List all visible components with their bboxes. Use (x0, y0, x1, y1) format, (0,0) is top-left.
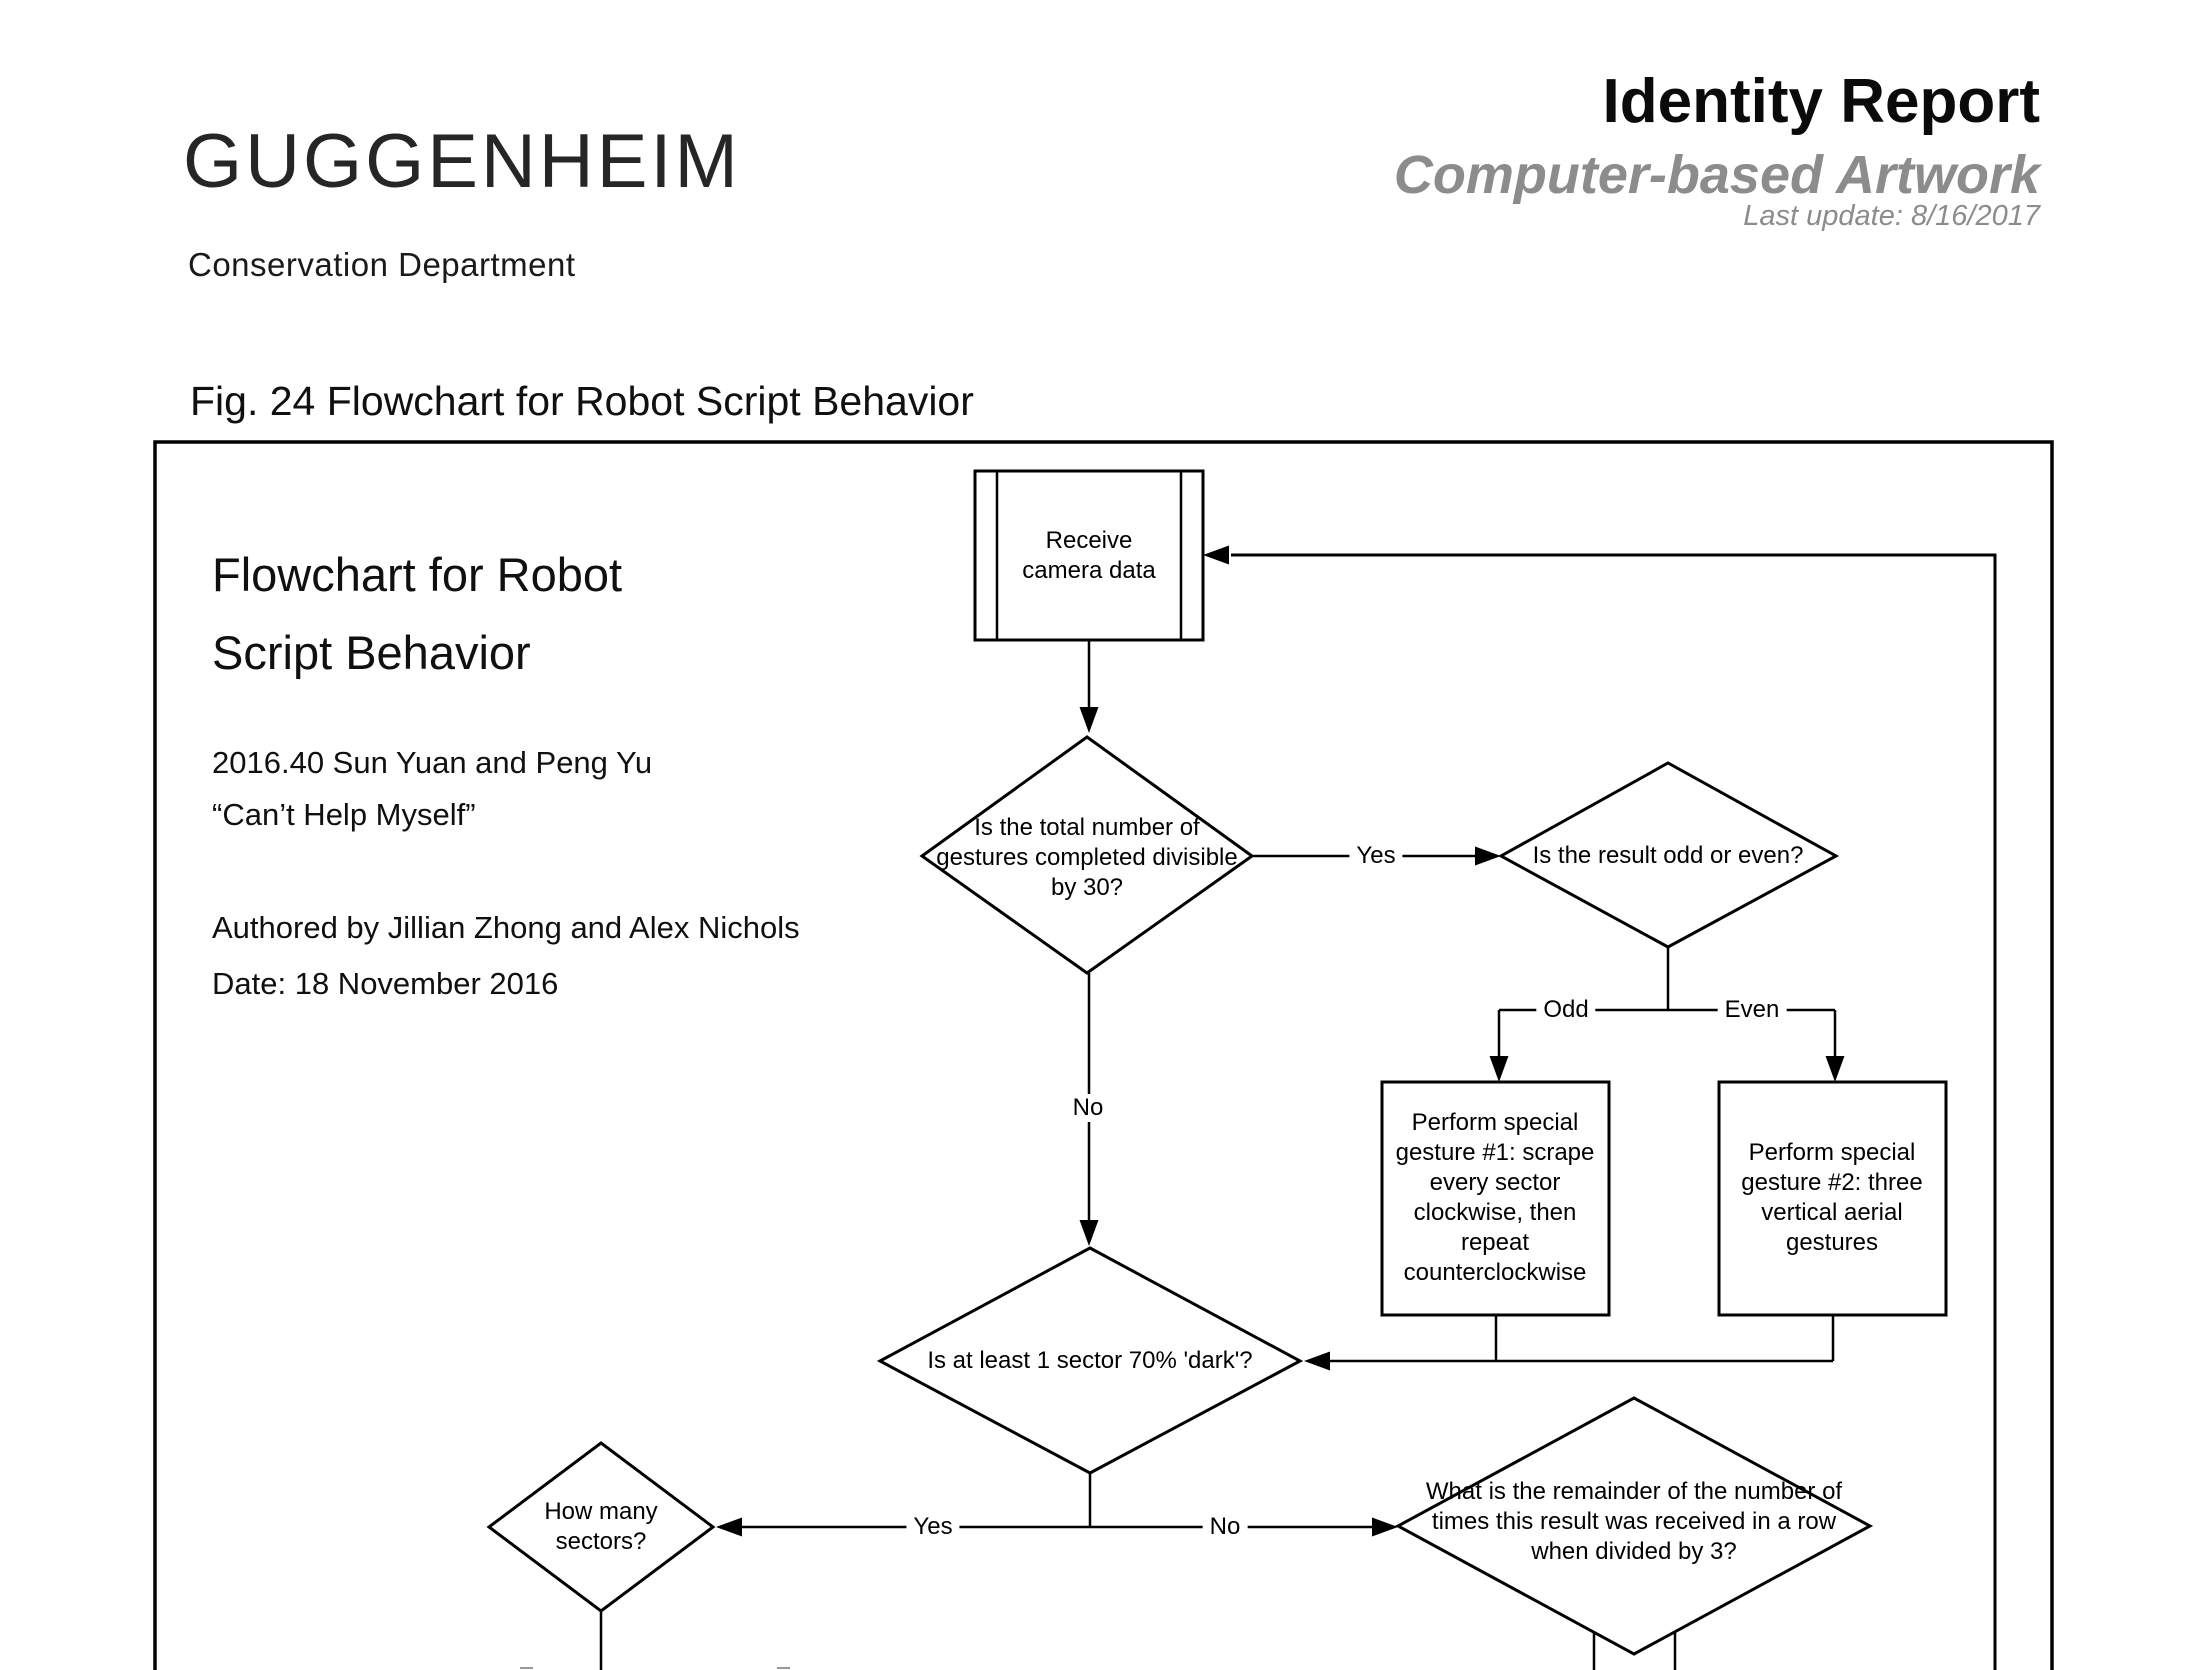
edge-label-divisible-no: No (1065, 1094, 1111, 1122)
guggenheim-logo: GUGGENHEIM (183, 119, 741, 204)
edge-label-divisible-yes: Yes (1349, 842, 1403, 870)
arrowhead-into-dark-right (1304, 1351, 1330, 1371)
figure-border (153, 440, 2054, 1670)
edge-label-even: Even (1717, 996, 1787, 1024)
edge-label-dark-no: No (1202, 1513, 1248, 1541)
node-dark-label: Is at least 1 sector 70% 'dark'? (927, 1347, 1253, 1374)
report-subtitle: Computer-based Artwork (1393, 145, 2040, 205)
node-receive-shape (973, 469, 1205, 642)
feedback-line (1231, 553, 1997, 1670)
arrowhead-into-oddeven (1475, 846, 1501, 866)
arrowhead-into-dark-top (1079, 1220, 1099, 1246)
report-title: Identity Report (1602, 67, 2040, 136)
node-remainder-label: What is the remainder of the number of t… (1425, 1478, 1843, 1565)
arrowhead-into-remainder (1372, 1517, 1398, 1537)
node-remainder-shape (1394, 1396, 1874, 1656)
node-receive-label: Receive camera data (1022, 527, 1156, 584)
node-dark-shape (876, 1246, 1304, 1475)
node-oddeven-shape (1497, 761, 1840, 949)
node-sectors-shape (486, 1441, 716, 1613)
node-gesture1-shape (1380, 1080, 1611, 1317)
node-gesture2-shape (1717, 1080, 1948, 1317)
node-gesture1-label: Perform special gesture #1: scrape every… (1395, 1109, 1595, 1286)
node-gesture2-label: Perform special gesture #2: three vertic… (1741, 1139, 1923, 1256)
authorship: Authored by Jillian Zhong and Alex Nicho… (212, 910, 800, 1001)
arrowhead-into-gesture1 (1489, 1056, 1509, 1082)
arrowhead-into-divisible (1079, 707, 1099, 733)
edge-label-odd: Odd (1536, 996, 1596, 1024)
arrowhead-into-receive (1203, 545, 1229, 565)
node-divisible-shape (919, 735, 1255, 975)
node-sectors-label: How many sectors? (544, 1498, 658, 1555)
arrowhead-into-gesture2 (1825, 1056, 1845, 1082)
flowchart-title: Flowchart for Robot Script Behavior (212, 548, 623, 679)
edge-label-dark-yes: Yes (906, 1513, 960, 1541)
node-divisible-label: Is the total number of gestures complete… (936, 814, 1238, 901)
node-oddeven-label: Is the result odd or even? (1532, 842, 1804, 869)
last-update: Last update: 8/16/2017 (1743, 200, 2040, 232)
department-label: Conservation Department (188, 246, 576, 283)
arrowhead-into-sectors (716, 1517, 742, 1537)
artwork-credit: 2016.40 Sun Yuan and Peng Yu “Can’t Help… (212, 745, 653, 832)
figure-caption: Fig. 24 Flowchart for Robot Script Behav… (190, 378, 974, 424)
